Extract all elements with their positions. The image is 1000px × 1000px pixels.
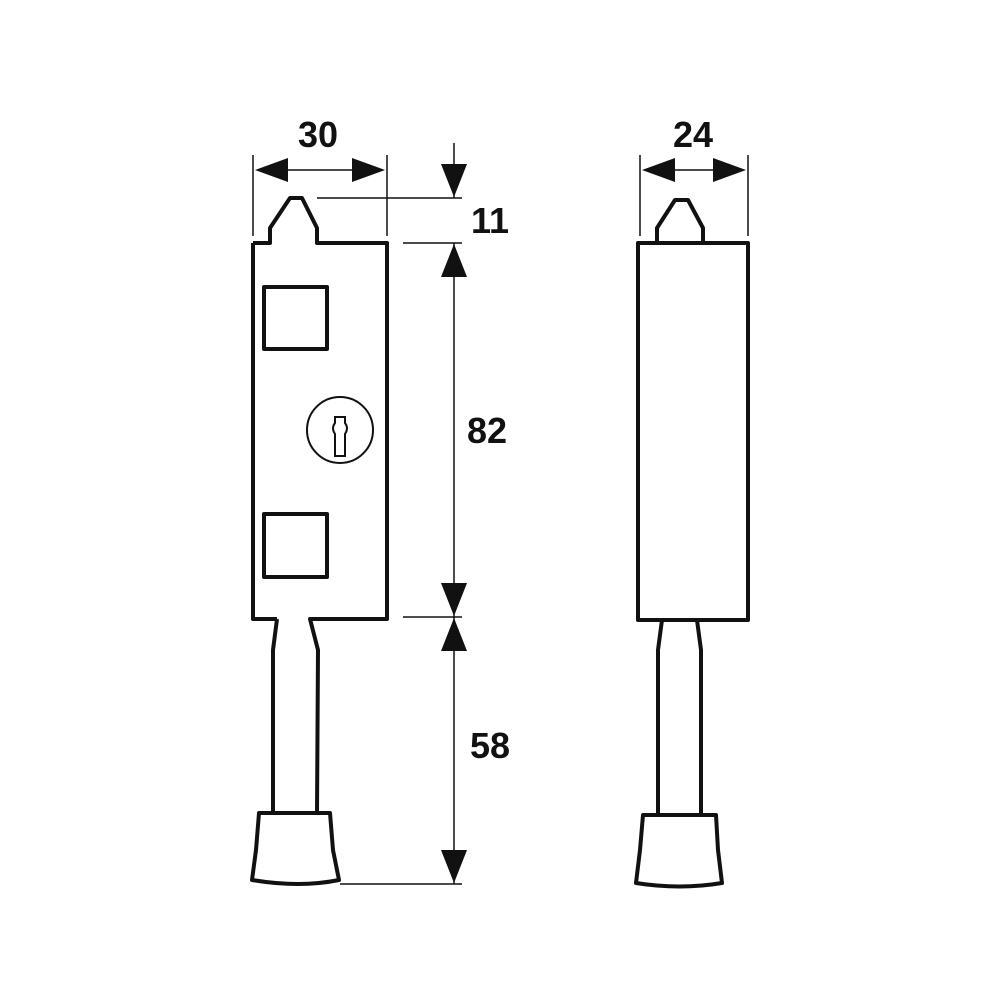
arrowhead [441, 244, 467, 277]
arrowhead [352, 158, 385, 182]
arrowhead [642, 158, 675, 182]
dimension-30: 30 [252, 114, 388, 236]
stem-58-label: 58 [470, 725, 510, 766]
arrowhead [441, 850, 467, 883]
side-body [636, 241, 750, 622]
lower-mounting-square [262, 512, 329, 579]
dimension-58: 58 [340, 617, 510, 885]
front-foot-cap [250, 811, 341, 886]
side-view [634, 198, 750, 889]
width-24-label: 24 [673, 114, 713, 155]
dimension-82: 82 [403, 243, 507, 618]
dimension-11: 11 [317, 143, 509, 244]
side-foot-cap [634, 813, 724, 889]
side-tip [655, 198, 705, 243]
side-stem [656, 619, 703, 815]
arrowhead [713, 158, 746, 182]
dimension-24: 24 [639, 114, 749, 236]
front-body-outline [251, 196, 389, 814]
tip-11-label: 11 [471, 200, 509, 241]
keyhole-icon [306, 396, 374, 464]
arrowhead [255, 158, 288, 182]
arrowhead [441, 164, 467, 197]
arrowhead [441, 583, 467, 616]
body-82-label: 82 [467, 410, 507, 451]
front-view [250, 196, 389, 886]
arrowhead [441, 618, 467, 651]
width-30-label: 30 [298, 114, 338, 155]
upper-mounting-square [262, 285, 329, 351]
